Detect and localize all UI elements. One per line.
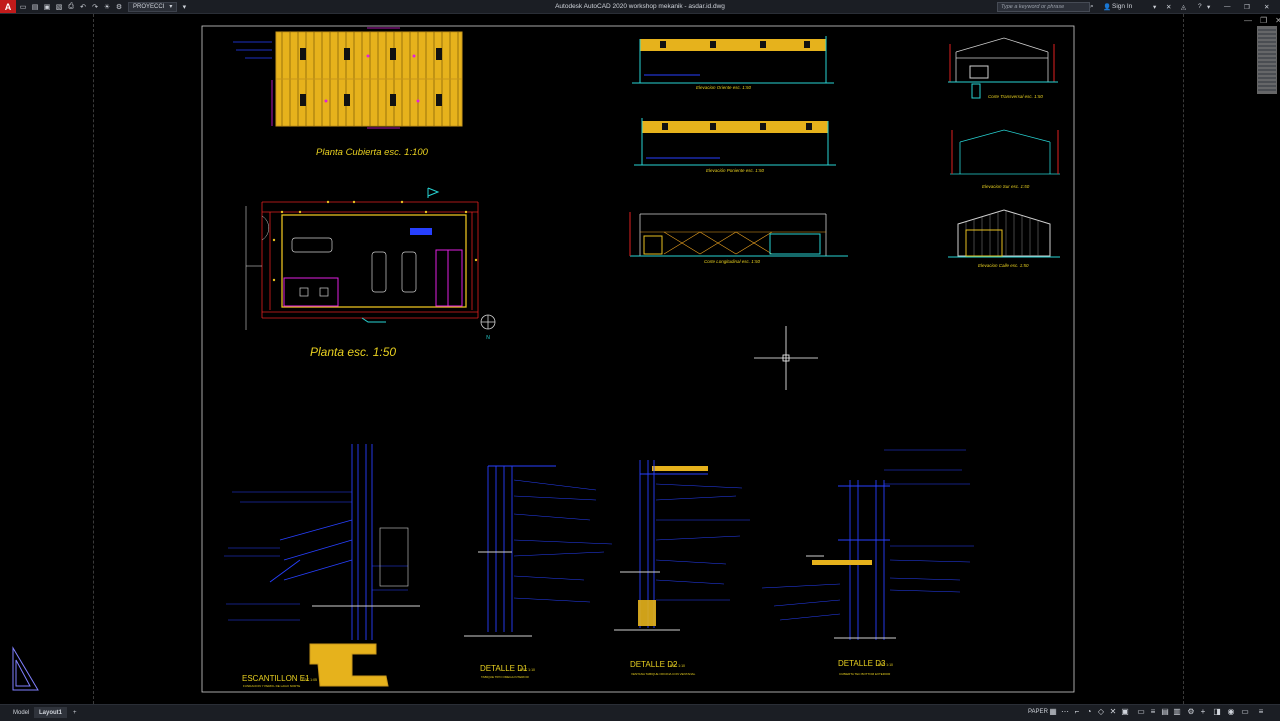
detalle-d3: DETALLE D3 ESC 1:10 CUBIERTA TEC BOTTOM …: [761, 449, 974, 676]
corte-longitudinal: Corte Longitudinal esc. 1:50: [629, 212, 848, 264]
corte-transversal: Corte Transversal esc. 1:50: [948, 37, 1058, 99]
elev-oriente-title: Elevacion Oriente esc. 1:50: [696, 85, 752, 90]
window-close-icon[interactable]: ✕: [1264, 3, 1270, 11]
selection-cycling-icon[interactable]: ▣: [1121, 707, 1129, 716]
hardware-accel-icon[interactable]: ◨: [1213, 707, 1221, 716]
status-bar: Model Layout1 + PAPER ▦ ⋯ ⌐ ◔ ◇ ✕ ▣ ▭ ≡ …: [0, 704, 1280, 721]
saveas-icon[interactable]: ▧: [55, 3, 63, 11]
minimize-icon[interactable]: —: [1244, 16, 1252, 25]
escantillon-e1: ESCANTILLON E1 ESC 1:05 FUNDACION Y PERF…: [224, 444, 420, 688]
plus-icon[interactable]: +: [1200, 707, 1206, 716]
floor-plan: N Planta esc. 1:50: [245, 187, 496, 359]
autodesk-a360-icon[interactable]: ◬: [1181, 3, 1186, 11]
autocad-logo-button[interactable]: A: [0, 0, 16, 13]
elevation-calle: Elevacion Calle esc. 1:50: [948, 209, 1060, 268]
print-icon[interactable]: ⎙: [68, 2, 74, 10]
north-label: N: [486, 335, 490, 341]
window-restore-icon[interactable]: ❐: [1244, 3, 1250, 11]
detalle-d2-subtitle: VENTANA TABIQUE OFICINA CON VENTANAL: [631, 672, 696, 676]
osnap-icon[interactable]: ✕: [1109, 707, 1117, 716]
detalle-d3-scale: ESC 1:10: [878, 663, 893, 667]
chevron-down-icon: ▾: [169, 4, 173, 10]
detalle-d1: DETALLE D1 ESC 1:10 TABIQUE TIPO OMEGA I…: [464, 465, 613, 679]
corte-trans-title: Corte Transversal esc. 1:50: [988, 94, 1043, 99]
search-icon[interactable]: ⌕: [1090, 2, 1094, 10]
customize-icon[interactable]: ▾: [182, 3, 187, 11]
quick-props-icon[interactable]: ▥: [1173, 707, 1181, 716]
restore-icon[interactable]: ❐: [1260, 16, 1268, 25]
help-icon[interactable]: ?: [1198, 3, 1202, 10]
detalle-d1-title: DETALLE D1: [480, 664, 528, 673]
corte-long-title: Corte Longitudinal esc. 1:50: [704, 259, 761, 264]
snap-icon[interactable]: ⋯: [1061, 707, 1069, 716]
elevation-oriente: Elevacion Oriente esc. 1:50: [632, 36, 834, 90]
crosshair-cursor: [754, 326, 818, 390]
customization-icon[interactable]: ≡: [1258, 707, 1264, 716]
gear-icon[interactable]: ⚙: [115, 3, 123, 11]
escantillon-subtitle: FUNDACION Y PERFIL DE LAGO NORTE: [243, 684, 300, 688]
isolate-objects-icon[interactable]: ◉: [1227, 707, 1235, 716]
save-icon[interactable]: ▣: [43, 3, 51, 11]
isodraft-icon[interactable]: ◇: [1097, 707, 1105, 716]
detalle-d1-scale: ESC 1:10: [520, 668, 535, 672]
elev-sur-title: Elevacion Sur esc. 1:50: [982, 184, 1030, 189]
tab-model[interactable]: Model: [13, 709, 30, 716]
exchange-icon[interactable]: ✕: [1166, 3, 1172, 11]
add-layout-tab[interactable]: +: [73, 709, 77, 716]
gear-icon[interactable]: ⚙: [1187, 707, 1195, 716]
new-icon[interactable]: ▭: [19, 3, 27, 11]
elev-poniente-title: Elevación Poniente esc. 1:50: [706, 168, 765, 173]
workspace-dropdown[interactable]: PROYECCI ▾: [128, 1, 178, 12]
clean-screen-icon[interactable]: ▭: [1241, 707, 1249, 716]
sun-icon[interactable]: ☀: [103, 3, 111, 11]
escantillon-scale: ESC 1:05: [302, 678, 317, 682]
ortho-icon[interactable]: ⌐: [1074, 707, 1080, 716]
elevation-poniente: Elevación Poniente esc. 1:50: [634, 118, 836, 173]
detalle-d1-subtitle: TABIQUE TIPO OMEGA INTERIOR: [481, 675, 530, 679]
ucs-icon: [12, 646, 39, 691]
elev-calle-title: Elevacion Calle esc. 1:50: [978, 263, 1029, 268]
workspace-label: PROYECCI: [133, 3, 165, 10]
escantillon-title: ESCANTILLON E1: [242, 674, 310, 683]
detalle-d2: DETALLE D2 ESC 1:10 VENTANA TABIQUE OFIC…: [614, 460, 750, 676]
lineweight-icon[interactable]: ≡: [1150, 707, 1156, 716]
drawing-window-controls: — ❐ ✕: [1244, 16, 1280, 25]
transparency-icon[interactable]: ▤: [1161, 707, 1169, 716]
detalle-d3-title: DETALLE D3: [838, 659, 886, 668]
navigation-bar[interactable]: [1257, 26, 1277, 94]
window-minimize-icon[interactable]: —: [1224, 3, 1231, 10]
redo-icon[interactable]: ↷: [92, 3, 98, 11]
detalle-d2-scale: ESC 1:10: [670, 664, 685, 668]
viewport-edge-right: [1183, 14, 1184, 704]
elevation-sur: Elevacion Sur esc. 1:50: [950, 129, 1060, 189]
roof-plan: Planta Cubierta esc. 1:100: [233, 27, 463, 158]
north-arrow-icon: [480, 314, 496, 330]
chevron-down-icon[interactable]: ▾: [1207, 3, 1211, 11]
detalle-d2-title: DETALLE D2: [630, 660, 678, 669]
search-input[interactable]: Type a keyword or phrase: [997, 2, 1090, 12]
paper-space-toggle[interactable]: PAPER: [1028, 709, 1048, 715]
close-icon[interactable]: ✕: [1275, 16, 1280, 25]
grid-icon[interactable]: ▦: [1049, 707, 1057, 716]
sign-in-link[interactable]: Sign In: [1112, 3, 1133, 10]
polar-icon[interactable]: ◔: [1086, 707, 1092, 716]
annotation-icon[interactable]: ▭: [1137, 707, 1145, 716]
detalle-d3-subtitle: CUBIERTA TEC BOTTOM EXTERIOR: [839, 672, 891, 676]
floor-plan-title: Planta esc. 1:50: [310, 345, 396, 359]
tab-layout1[interactable]: Layout1: [34, 707, 68, 718]
roof-plan-title: Planta Cubierta esc. 1:100: [316, 147, 429, 158]
viewport-edge-left: [93, 14, 94, 704]
sheet-border: [201, 25, 1075, 693]
chevron-down-icon[interactable]: ▾: [1153, 3, 1157, 11]
undo-icon[interactable]: ↶: [80, 3, 86, 11]
open-icon[interactable]: ▤: [31, 3, 39, 11]
user-icon[interactable]: 👤: [1103, 3, 1112, 11]
title-bar: A ▭ ▤ ▣ ▧ ⎙ ↶ ↷ ☀ ⚙ PROYECCI ▾ ▾ Autodes…: [0, 0, 1280, 14]
drawing-canvas[interactable]: Planta Cubierta esc. 1:100: [0, 14, 1280, 704]
